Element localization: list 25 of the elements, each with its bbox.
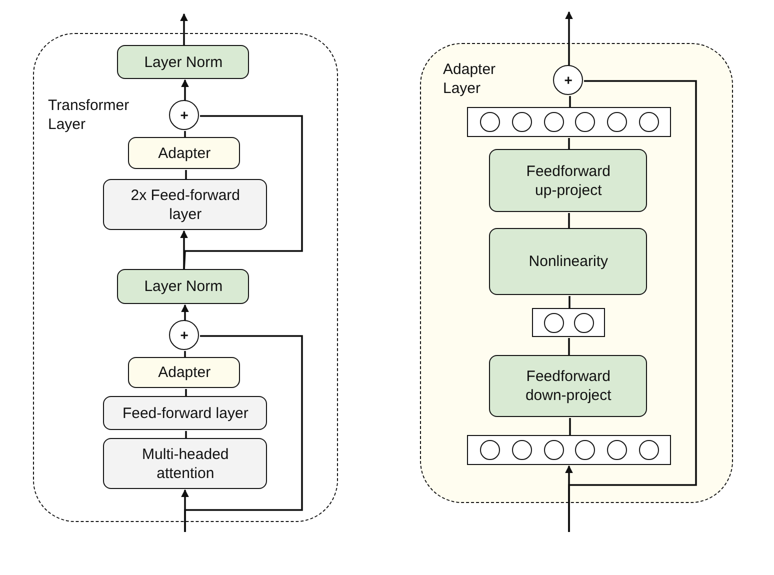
process-box: Adapter	[128, 137, 240, 170]
process-box: 2x Feed-forward layer	[103, 179, 268, 230]
process-box: Feedforward up-project	[489, 149, 648, 212]
neuron-layer	[467, 435, 672, 466]
arrow	[180, 13, 188, 46]
process-box: Layer Norm	[117, 45, 250, 80]
layer-container	[420, 43, 733, 503]
container-title: Adapter Layer	[443, 60, 497, 98]
layer-container	[33, 33, 338, 522]
arrow	[180, 230, 188, 270]
process-box: Feed-forward layer	[103, 396, 268, 430]
process-box: Multi-headed attention	[103, 438, 268, 490]
arrow	[565, 11, 573, 66]
container-title: Transformer Layer	[48, 96, 130, 134]
neuron-layer	[467, 107, 672, 138]
sum-circle: +	[553, 65, 584, 96]
neuron-layer	[532, 308, 606, 338]
sum-circle: +	[169, 100, 200, 130]
arrow	[181, 79, 189, 101]
process-box: Nonlinearity	[489, 228, 648, 296]
process-box: Layer Norm	[117, 269, 250, 304]
sum-circle: +	[169, 320, 200, 350]
process-box: Adapter	[128, 357, 240, 388]
arrow	[181, 304, 189, 321]
process-box: Feedforward down-project	[489, 355, 648, 418]
